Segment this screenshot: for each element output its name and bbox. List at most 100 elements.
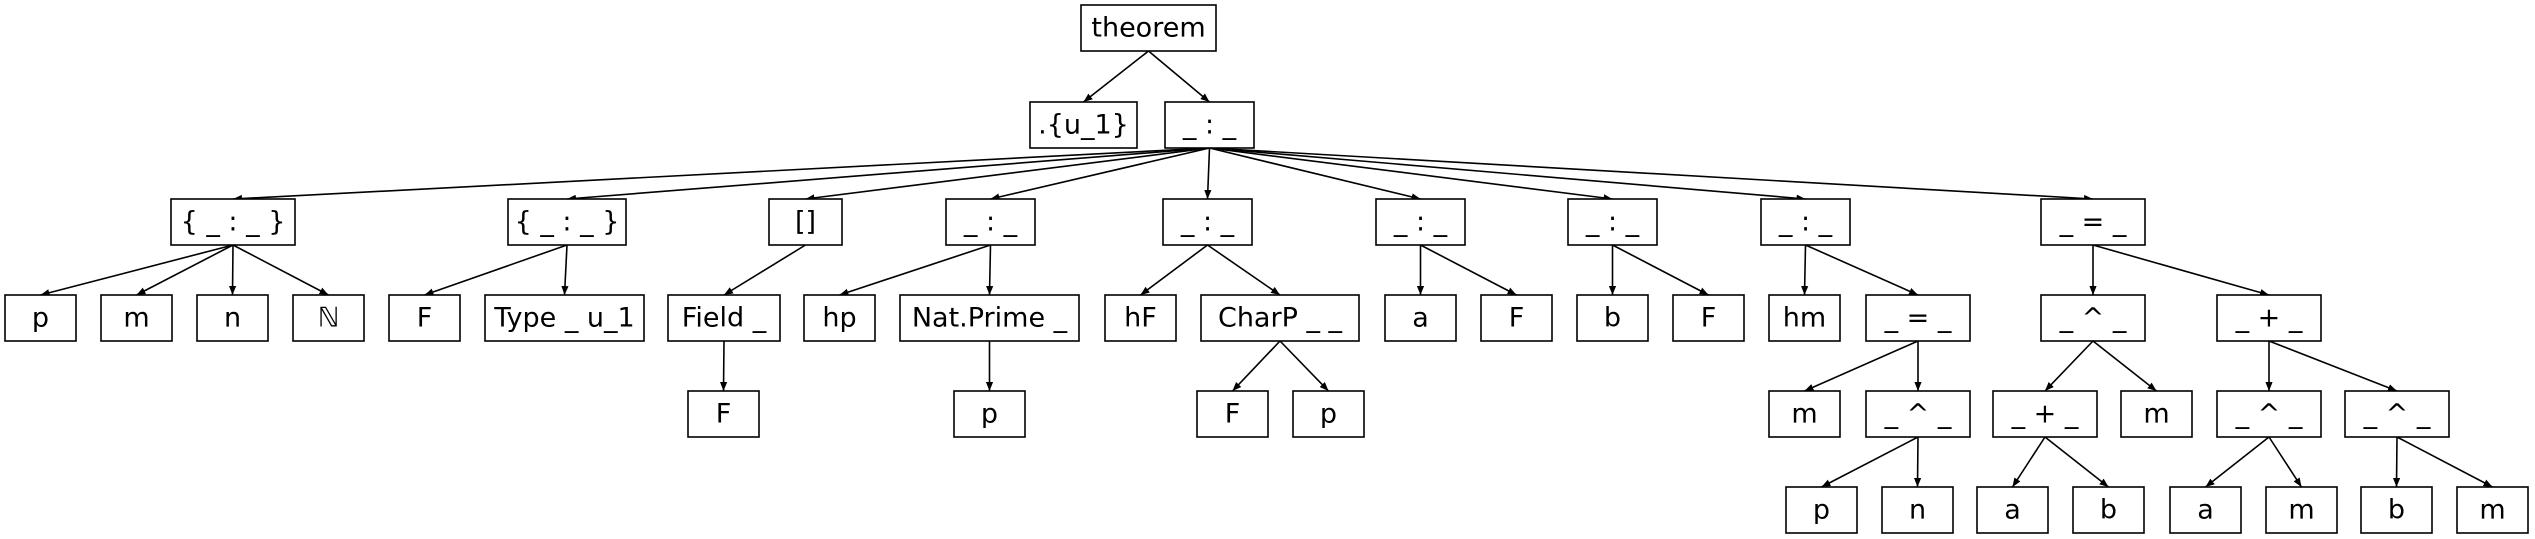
edges-layer bbox=[40, 50, 2493, 488]
edge-arrow bbox=[986, 244, 994, 296]
node-box bbox=[1768, 390, 1841, 438]
tree-node-b: b bbox=[2360, 486, 2433, 534]
edge-arrow bbox=[2092, 340, 2157, 392]
tree-edge bbox=[228, 244, 237, 296]
edge-arrow bbox=[2205, 436, 2270, 488]
node-label: hm bbox=[1783, 303, 1826, 334]
tree-node-colon: { _ : _ } bbox=[507, 198, 627, 246]
node-box bbox=[1567, 198, 1658, 246]
edge-arrow bbox=[839, 244, 991, 296]
node-label: _ : _ bbox=[1180, 207, 1235, 238]
tree-edge bbox=[424, 244, 568, 296]
tree-node-type-u-1: Type _ u_1 bbox=[484, 294, 645, 342]
node-label: a bbox=[2004, 495, 2021, 526]
node-label: F bbox=[716, 399, 732, 430]
node-label: m bbox=[2479, 495, 2505, 526]
edge-arrow bbox=[1209, 147, 2094, 203]
node-box bbox=[4, 294, 77, 342]
node-box bbox=[687, 390, 760, 438]
tree-node-theorem: theorem bbox=[1080, 4, 1217, 52]
node-label: _ ^ _ bbox=[2059, 303, 2127, 334]
tree-edge bbox=[1805, 244, 1919, 296]
tree-edge bbox=[986, 244, 994, 296]
node-label: F bbox=[417, 303, 433, 334]
tree-node-hp: hp bbox=[803, 294, 876, 342]
node-box bbox=[1785, 486, 1858, 534]
node-label: a bbox=[2197, 495, 2214, 526]
node-label: m bbox=[123, 303, 149, 334]
tree-node-b: b bbox=[1576, 294, 1649, 342]
tree-node-eq: _ = _ bbox=[1865, 294, 1971, 342]
node-box bbox=[2120, 390, 2193, 438]
node-box bbox=[1768, 294, 1841, 342]
edge-arrow bbox=[1805, 244, 1919, 296]
edge-arrow bbox=[136, 244, 234, 296]
edge-arrow bbox=[566, 147, 1210, 202]
edge-arrow bbox=[1207, 244, 1281, 296]
node-box bbox=[2344, 390, 2450, 438]
edge-arrow bbox=[805, 147, 1210, 202]
tree-node-m: m bbox=[1768, 390, 1841, 438]
tree-node-a: a bbox=[2169, 486, 2242, 534]
node-label: ℕ bbox=[318, 303, 340, 334]
node-label: p bbox=[32, 303, 49, 334]
tree-node-f: F bbox=[1480, 294, 1553, 342]
edge-arrow bbox=[1913, 436, 1922, 488]
node-box bbox=[1480, 294, 1553, 342]
tree-node-m: m bbox=[2456, 486, 2529, 534]
node-box bbox=[2040, 198, 2146, 246]
node-label: a bbox=[1412, 303, 1429, 334]
tree-node-pow: _ ^ _ bbox=[2216, 390, 2322, 438]
node-label: { _ : _ } bbox=[515, 207, 620, 238]
edge-arrow bbox=[1821, 436, 1919, 488]
node-box bbox=[2360, 486, 2433, 534]
node-label: b bbox=[2100, 495, 2117, 526]
node-label: Nat.Prime _ bbox=[912, 303, 1068, 334]
tree-node-eq: _ = _ bbox=[2040, 198, 2146, 246]
node-box bbox=[2216, 390, 2322, 438]
tree-node-m: m bbox=[2265, 486, 2338, 534]
tree-node-plus: _ + _ bbox=[1992, 390, 2098, 438]
tree-node-f: F bbox=[1672, 294, 1745, 342]
node-label: _ : _ bbox=[1585, 207, 1640, 238]
tree-node-colon: _ : _ bbox=[1760, 198, 1851, 246]
edge-arrow bbox=[990, 147, 1210, 201]
node-box bbox=[388, 294, 461, 342]
node-box bbox=[1865, 294, 1971, 342]
node-label: m bbox=[2288, 495, 2314, 526]
tree-edge bbox=[1913, 436, 1922, 488]
tree-node-charp: CharP _ _ bbox=[1200, 294, 1360, 342]
tree-node-pow: _ ^ _ bbox=[2344, 390, 2450, 438]
node-label: Type _ u_1 bbox=[493, 303, 634, 334]
node-box bbox=[507, 198, 627, 246]
tree-node-plus: _ + _ bbox=[2216, 294, 2322, 342]
tree-node-dot-u-1: .{u_1} bbox=[1029, 101, 1138, 149]
node-label: _ = _ bbox=[2059, 207, 2127, 238]
node-label: theorem bbox=[1091, 13, 1205, 44]
tree-edge bbox=[1612, 244, 1709, 296]
node-box bbox=[1196, 390, 1269, 438]
edge-arrow bbox=[1231, 340, 1281, 392]
node-label: _ = _ bbox=[1884, 303, 1952, 334]
node-label: _ : _ bbox=[1778, 207, 1833, 238]
tree-node-f: F bbox=[1196, 390, 1269, 438]
node-label: { _ : _ } bbox=[181, 207, 286, 238]
node-label: .{u_1} bbox=[1038, 110, 1129, 141]
edge-arrow bbox=[1804, 340, 1919, 392]
node-label: F bbox=[1701, 303, 1717, 334]
tree-node-hm: hm bbox=[1768, 294, 1841, 342]
tree-node-n: n bbox=[196, 294, 269, 342]
node-box bbox=[1760, 198, 1851, 246]
tree-edge bbox=[839, 244, 991, 296]
edge-arrow bbox=[228, 244, 237, 296]
node-box bbox=[1865, 390, 1971, 438]
tree-node-pow: _ ^ _ bbox=[2040, 294, 2146, 342]
tree-edge bbox=[1209, 147, 1806, 202]
tree-edge bbox=[232, 147, 1210, 203]
edge-arrow bbox=[1147, 50, 1211, 103]
node-box bbox=[100, 294, 173, 342]
edge-arrow bbox=[40, 244, 234, 297]
tree-node-node: [] bbox=[768, 198, 843, 246]
node-box bbox=[945, 198, 1036, 246]
